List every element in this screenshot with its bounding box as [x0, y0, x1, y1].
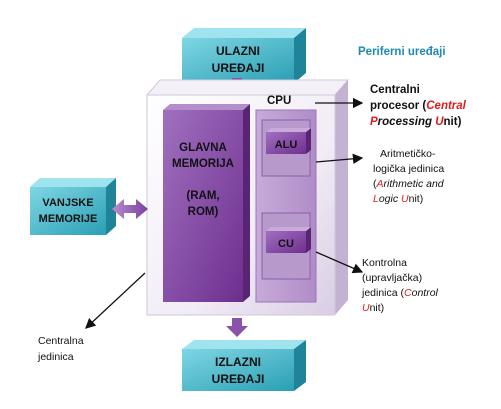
output-devices-box — [182, 340, 306, 391]
alu-block — [261, 119, 311, 177]
alu-caption-line4: Logic Unit) — [373, 193, 423, 205]
alu-caption-line2: logička jedinica — [373, 163, 444, 175]
central-unit-caption-line1: Centralna — [38, 335, 84, 347]
cu-caption-line3: jedinica (Control — [361, 287, 439, 299]
input-devices-label-2: UREĐAJI — [212, 61, 265, 75]
cu-caption-line4: Unit) — [362, 302, 384, 314]
main-memory-block — [163, 104, 250, 302]
cu-pointer-arrow — [315, 251, 364, 274]
central-unit-pointer-arrow — [85, 272, 146, 329]
alu-caption-line1: Aritmetičko- — [380, 148, 436, 160]
input-devices-label-1: ULAZNI — [216, 44, 260, 58]
central-to-output-arrow — [226, 318, 248, 337]
alu-caption-line3: (Arithmetic and — [373, 178, 445, 190]
external-memory-double-arrow — [112, 199, 148, 219]
alu-pointer-arrow — [315, 153, 364, 164]
cu-caption-line1: Kontrolna — [362, 257, 407, 269]
cu-label: CU — [278, 238, 294, 250]
output-devices-label-1: IZLAZNI — [215, 355, 261, 369]
cu-caption-line2: (upravljačka) — [362, 272, 422, 284]
main-memory-label-3: (RAM, — [186, 190, 219, 202]
external-memory-label-1: VANJSKE — [42, 197, 93, 209]
external-memory-box — [30, 178, 116, 235]
main-memory-label-1: GLAVNA — [179, 142, 227, 154]
peripherals-caption: Periferni uređaji — [358, 46, 446, 58]
cpu-caption-line1: Centralni — [370, 84, 420, 96]
external-memory-label-2: MEMORIJE — [39, 213, 98, 225]
input-devices-box — [182, 28, 306, 83]
main-memory-label-2: MEMORIJA — [172, 158, 234, 170]
output-devices-label-2: UREĐAJI — [212, 372, 265, 386]
central-unit-caption-line2: jedinica — [37, 351, 74, 363]
cu-block — [261, 212, 311, 280]
cpu-label: CPU — [267, 95, 291, 107]
alu-label: ALU — [275, 139, 298, 151]
cpu-caption-line2: procesor (Central — [370, 100, 467, 112]
cpu-caption-line3: Processing Unit) — [370, 116, 462, 128]
main-memory-label-4: ROM) — [188, 206, 219, 218]
